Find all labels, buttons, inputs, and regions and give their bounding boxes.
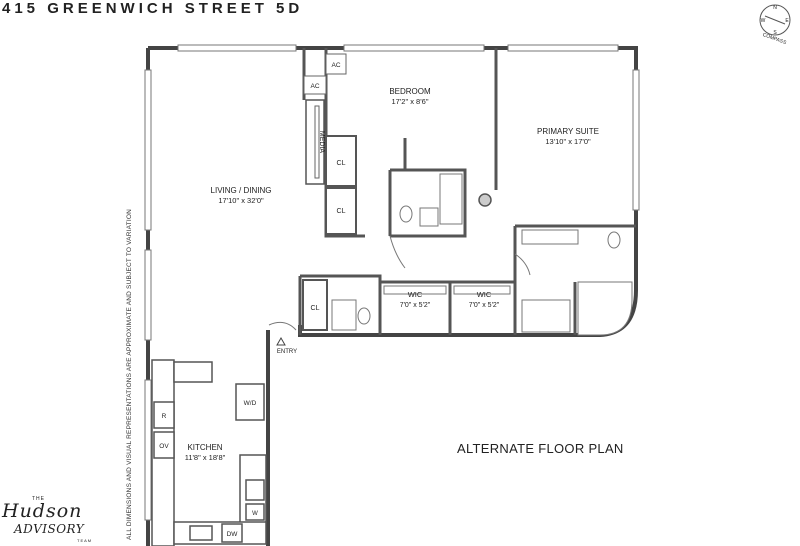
outer-walls [146,46,638,546]
kitchen-dims: 11'8" x 18'8" [185,453,226,462]
primary-dims: 13'10" x 17'0" [545,137,591,146]
closet-label: CL [337,160,346,167]
compass-letter: E [785,18,789,24]
wic1-dims: 7'0" x 5'2" [400,302,431,309]
primary-name: PRIMARY SUITE [537,127,599,136]
brand-logo: THE Hudson ADVISORY TEAM [2,496,112,544]
dishwasher-label: DW [227,531,239,538]
compass-letter: W [761,18,766,24]
entry-label: ENTRY [277,349,297,355]
washer-dryer-label: W/D [244,400,257,407]
closet-label: CL [311,305,320,312]
logo-team: TEAM [77,538,93,543]
logo-line1: Hudson [2,500,83,522]
bedroom-dims: 17'2" x 8'6" [392,97,429,106]
refrigerator-label: R [162,413,167,420]
disclaimer: ALL DIMENSIONS AND VISUAL REPRESENTATION… [126,208,133,540]
closet-label: CL [337,208,346,215]
ac-label: AC [331,62,340,69]
logo-line2: ADVISORY [14,522,85,536]
bedroom-name: BEDROOM [389,87,431,96]
compass-icon [759,4,791,36]
media-label: MEDIA [318,131,325,154]
floor-plan-subtitle: ALTERNATE FLOOR PLAN [457,441,624,456]
living-dims: 17'10" x 32'0" [218,196,264,205]
page-title: 415 GREENWICH STREET 5D [2,0,304,17]
compass-letter: N [773,5,777,11]
windows [144,44,640,521]
compass-letter: S [773,30,777,36]
logo-the: THE [32,496,45,502]
wine-label: W [252,511,258,517]
oven-label: OV [159,443,169,450]
interior-walls [298,48,636,335]
wic2-name: WIC [477,290,492,299]
kitchen-name: KITCHEN [187,443,222,452]
ac-label: AC [310,83,319,90]
wic2-dims: 7'0" x 5'2" [469,302,500,309]
living-name: LIVING / DINING [211,186,272,195]
wic1-name: WIC [408,290,423,299]
